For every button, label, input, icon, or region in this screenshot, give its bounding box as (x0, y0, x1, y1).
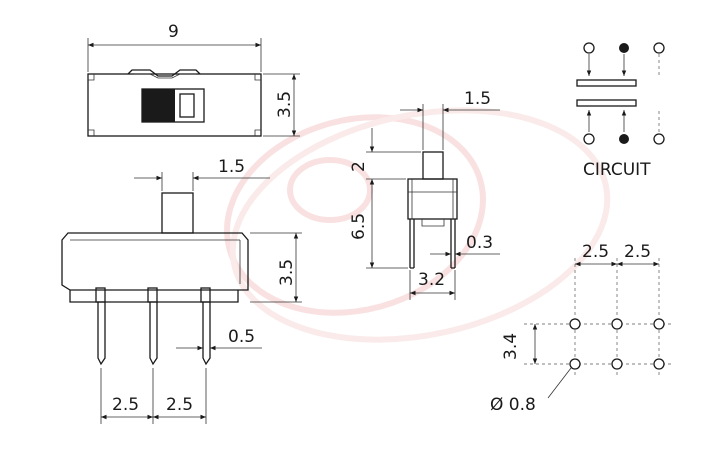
dim-pitch-right: 2.5 (166, 395, 193, 415)
dim-body-height: 6.5 (349, 213, 369, 240)
dim-pcb-pitch-right: 2.5 (624, 242, 651, 262)
side-view: 1.5 2 6.5 0.3 3.2 (349, 89, 500, 300)
pcb-hole-layout: 2.5 2.5 3.4 Ø 0.8 (490, 242, 672, 415)
dim-front-body-height: 3.5 (277, 259, 297, 286)
dim-side-width: 1.5 (464, 89, 491, 109)
dim-pcb-pitch-left: 2.5 (582, 242, 609, 262)
dim-actuator-height: 2 (349, 161, 369, 172)
dim-pin-span: 3.2 (418, 270, 445, 290)
dim-hole-diameter: Ø 0.8 (490, 395, 536, 415)
circuit-diagram: CIRCUIT (576, 42, 665, 180)
dim-front-actuator-width: 1.5 (218, 157, 245, 177)
dim-pcb-row-spacing: 3.4 (501, 333, 521, 360)
circuit-label: CIRCUIT (583, 160, 651, 180)
front-view: 1.5 3.5 0.5 2.5 2.5 (61, 157, 302, 424)
top-view: 9 3.5 (87, 22, 300, 137)
dim-top-height: 3.5 (275, 91, 295, 118)
dim-pitch-left: 2.5 (112, 395, 139, 415)
dim-pin-thickness: 0.3 (466, 233, 493, 253)
dim-pin-width: 0.5 (228, 327, 255, 347)
watermark-logo (224, 107, 611, 343)
dim-top-length: 9 (168, 22, 179, 42)
